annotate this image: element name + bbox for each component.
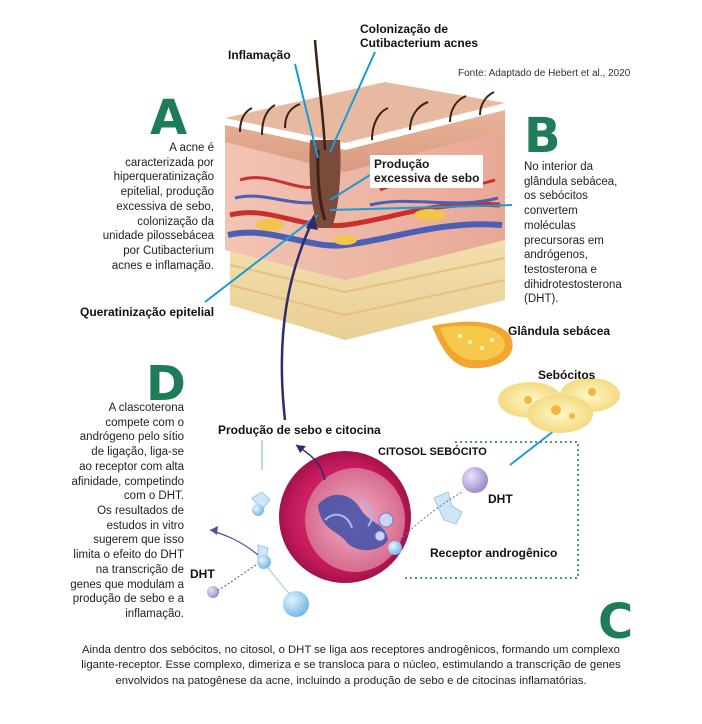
source-note: Fonte: Adaptado de Hebert et al., 2020 (458, 68, 631, 79)
sebaceous-gland-art (432, 321, 513, 369)
label-citosol: CITOSOL SEBÓCITO (378, 446, 487, 458)
cytosol-border (402, 441, 579, 579)
label-sebocitos: Sebócitos (538, 368, 596, 382)
text-c: Ainda dentro dos sebócitos, no citosol, … (81, 644, 621, 687)
letter-c: C (598, 594, 634, 650)
label-queratinizacao: Queratinização epitelial (80, 305, 215, 319)
label-producao-excessiva: Produção excessiva de sebo (370, 155, 484, 188)
skin-block (225, 39, 506, 340)
dht-right-art (388, 467, 488, 555)
label-glandula-sebacea: Glândula sebácea (508, 324, 611, 338)
sebocytes-art (498, 378, 620, 433)
follicle-arrow (280, 221, 314, 421)
letter-b: B (524, 108, 561, 164)
nucleus-art (279, 451, 411, 583)
letter-a: A (150, 90, 188, 146)
letter-d: D (146, 356, 186, 412)
dht-left-art (207, 440, 309, 617)
label-producao-sebo-citocina: Produção de sebo e citocina (218, 423, 381, 437)
label-dht-left: DHT (190, 567, 215, 581)
label-receptor-androgenico: Receptor androgênico (430, 546, 558, 560)
label-inflamacao: Inflamação (228, 48, 291, 62)
label-dht-right: DHT (488, 492, 513, 506)
leader-lines (204, 51, 556, 466)
label-colonizacao: Colonização de Cutibacterium acnes (360, 22, 479, 51)
